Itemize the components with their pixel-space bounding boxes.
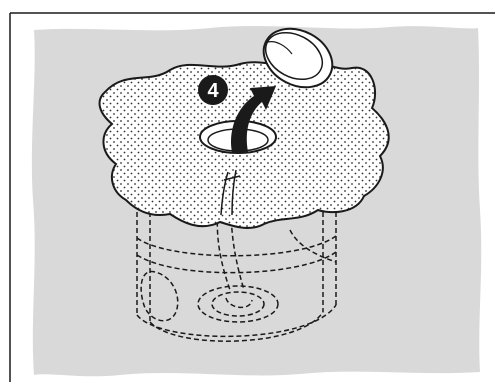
step-badge: 4 bbox=[198, 75, 228, 105]
step-number: 4 bbox=[207, 80, 219, 102]
